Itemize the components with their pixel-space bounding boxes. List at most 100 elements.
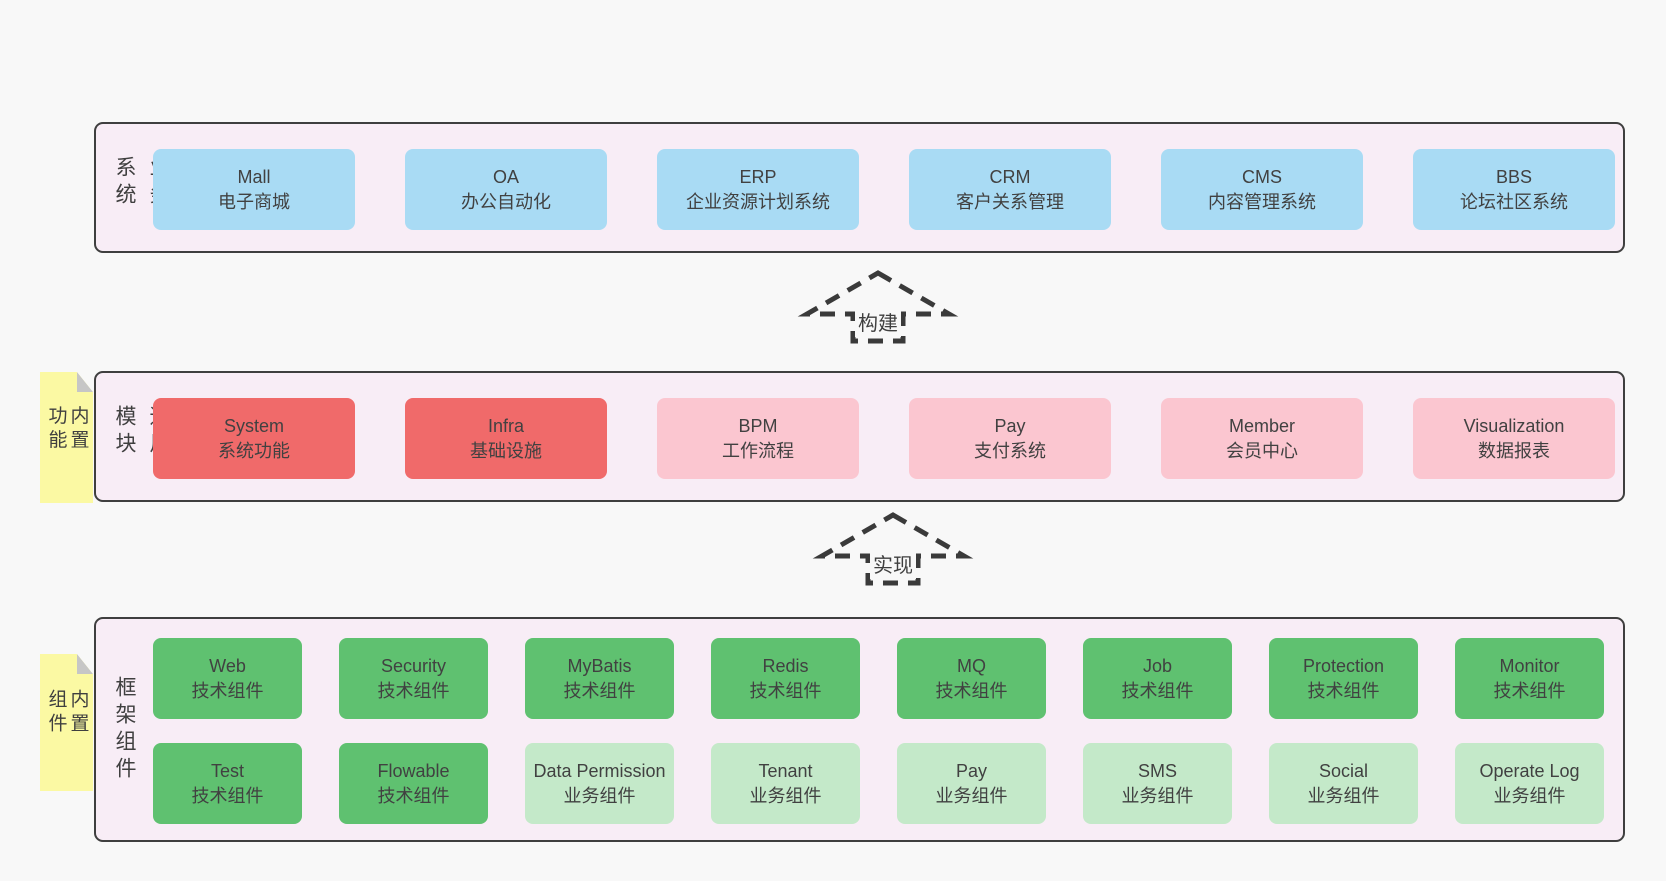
component-subtitle: 技术组件	[749, 680, 822, 701]
module-subtitle: 办公自动化	[461, 191, 551, 212]
module-title: CMS	[1242, 166, 1282, 187]
module-title: System	[223, 415, 284, 436]
component-subtitle: 技术组件	[1307, 680, 1380, 701]
module-subtitle: 客户关系管理	[956, 191, 1064, 212]
module-box: Member 会员中心	[1161, 398, 1363, 479]
component-box: Test 技术组件	[153, 743, 302, 824]
component-title: MyBatis	[567, 655, 632, 676]
module-subtitle: 基础设施	[470, 440, 542, 461]
module-title: Pay	[994, 415, 1026, 436]
module-box: Infra 基础设施	[405, 398, 607, 479]
component-subtitle: 业务组件	[1121, 785, 1194, 806]
sticky-note-builtin-features: 内置功能	[40, 372, 93, 503]
component-subtitle: 技术组件	[1121, 680, 1194, 701]
component-title: Pay	[955, 760, 988, 781]
component-box: Job 技术组件	[1083, 638, 1232, 719]
module-subtitle: 系统功能	[218, 440, 290, 461]
module-box: CMS 内容管理系统	[1161, 149, 1363, 230]
module-title: CRM	[989, 166, 1031, 187]
component-title: Monitor	[1499, 655, 1560, 676]
framework-components-row2: Test 技术组件 Flowable 技术组件 Data Permission …	[153, 743, 1604, 824]
component-box: Social 业务组件	[1269, 743, 1418, 824]
module-subtitle: 论坛社区系统	[1460, 191, 1568, 212]
module-title: OA	[492, 166, 519, 187]
module-box: Mall 电子商城	[153, 149, 355, 230]
sticky-note-label: 内置组件	[45, 688, 89, 737]
band-business-systems: 业务系统 Mall 电子商城 OA 办公自动化 ERP 企业资源计划系统	[94, 122, 1625, 253]
band-framework-components: 框架组件 Web 技术组件 Security 技术组件 MyBatis 技术组件	[94, 617, 1625, 842]
component-title: Tenant	[758, 760, 813, 781]
component-box: Monitor 技术组件	[1455, 638, 1604, 719]
folded-corner-icon	[77, 372, 93, 392]
component-box: SMS 业务组件	[1083, 743, 1232, 824]
module-box: CRM 客户关系管理	[909, 149, 1111, 230]
module-title: BBS	[1495, 166, 1533, 187]
component-box: Pay 业务组件	[897, 743, 1046, 824]
component-subtitle: 技术组件	[191, 680, 264, 701]
arrow-implement-label: 实现	[870, 548, 916, 579]
arrow-implement: 实现	[805, 507, 981, 591]
module-box: OA 办公自动化	[405, 149, 607, 230]
component-title: SMS	[1137, 760, 1177, 781]
component-subtitle: 技术组件	[191, 785, 264, 806]
component-subtitle: 业务组件	[749, 785, 822, 806]
component-box: Security 技术组件	[339, 638, 488, 719]
band-common-modules: 通用模块 System 系统功能 Infra 基础设施 BPM 工作流程	[94, 371, 1625, 502]
sticky-note-builtin-components: 内置组件	[40, 654, 93, 791]
module-subtitle: 内容管理系统	[1208, 191, 1316, 212]
component-title: Social	[1318, 760, 1369, 781]
component-title: Web	[209, 655, 246, 676]
component-title: Job	[1142, 655, 1173, 676]
module-subtitle: 支付系统	[974, 440, 1046, 461]
component-title: Data Permission	[533, 760, 666, 781]
module-subtitle: 企业资源计划系统	[686, 191, 830, 212]
component-box: Redis 技术组件	[711, 638, 860, 719]
folded-corner-icon	[77, 654, 93, 674]
component-box: MQ 技术组件	[897, 638, 1046, 719]
component-title: Protection	[1302, 655, 1385, 676]
module-box: Visualization 数据报表	[1413, 398, 1615, 479]
component-subtitle: 业务组件	[1493, 785, 1566, 806]
component-subtitle: 技术组件	[563, 680, 636, 701]
component-subtitle: 技术组件	[377, 680, 450, 701]
component-subtitle: 业务组件	[935, 785, 1008, 806]
component-title: Flowable	[377, 760, 450, 781]
module-title: Infra	[487, 415, 525, 436]
component-subtitle: 技术组件	[1493, 680, 1566, 701]
component-title: MQ	[957, 655, 986, 676]
component-box: Web 技术组件	[153, 638, 302, 719]
sticky-note-label: 内置功能	[45, 404, 89, 453]
component-box: Tenant 业务组件	[711, 743, 860, 824]
module-subtitle: 电子商城	[218, 191, 290, 212]
module-subtitle: 数据报表	[1478, 440, 1550, 461]
module-box: Pay 支付系统	[909, 398, 1111, 479]
module-title: Member	[1228, 415, 1295, 436]
module-subtitle: 会员中心	[1226, 440, 1298, 461]
arrow-build: 构建	[790, 265, 966, 349]
component-box: Flowable 技术组件	[339, 743, 488, 824]
component-title: Operate Log	[1479, 760, 1580, 781]
component-box: MyBatis 技术组件	[525, 638, 674, 719]
dashed-up-arrow-icon	[797, 270, 959, 344]
component-title: Security	[380, 655, 447, 676]
module-title: Mall	[237, 166, 271, 187]
component-title: Test	[210, 760, 244, 781]
module-box: BPM 工作流程	[657, 398, 859, 479]
component-box: Operate Log 业务组件	[1455, 743, 1604, 824]
common-modules-boxes: System 系统功能 Infra 基础设施 BPM 工作流程 Pay 支付系统	[153, 398, 1615, 479]
component-subtitle: 技术组件	[377, 785, 450, 806]
component-box: Protection 技术组件	[1269, 638, 1418, 719]
component-subtitle: 业务组件	[1307, 785, 1380, 806]
framework-components-row1: Web 技术组件 Security 技术组件 MyBatis 技术组件 Redi…	[153, 638, 1604, 719]
component-subtitle: 业务组件	[563, 785, 636, 806]
component-subtitle: 技术组件	[935, 680, 1008, 701]
dashed-up-arrow-icon	[812, 512, 974, 586]
component-box: Data Permission 业务组件	[525, 743, 674, 824]
module-subtitle: 工作流程	[722, 440, 794, 461]
module-box: BBS 论坛社区系统	[1413, 149, 1615, 230]
module-title: Visualization	[1463, 415, 1565, 436]
band-framework-components-label: 框架组件	[113, 675, 136, 784]
component-title: Redis	[762, 655, 809, 676]
module-box: System 系统功能	[153, 398, 355, 479]
